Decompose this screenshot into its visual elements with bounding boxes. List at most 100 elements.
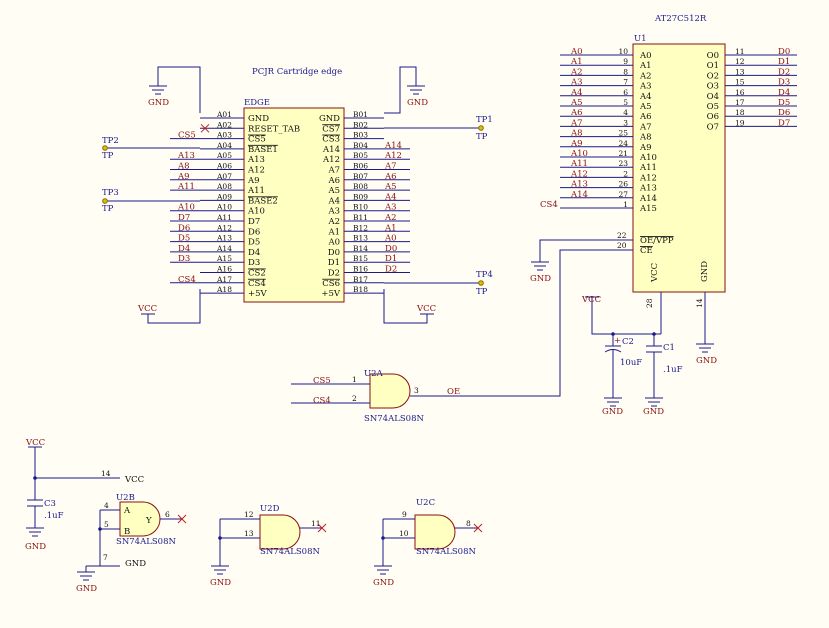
svg-text:VCC: VCC (416, 304, 436, 314)
testpoint-tp1[interactable]: TP1 TP (384, 115, 493, 142)
svg-text:D3: D3 (778, 78, 790, 88)
svg-text:A4: A4 (384, 192, 397, 202)
svg-text:A14: A14 (639, 194, 657, 204)
svg-text:27: 27 (618, 190, 628, 199)
svg-text:GND: GND (319, 114, 340, 124)
svg-text:D6: D6 (178, 223, 190, 233)
svg-text:A01: A01 (216, 110, 232, 119)
svg-text:SN74ALS08N: SN74ALS08N (416, 547, 476, 557)
svg-text:9: 9 (402, 510, 407, 519)
svg-text:A03: A03 (216, 131, 232, 140)
svg-text:GND: GND (210, 578, 231, 588)
svg-text:A8: A8 (570, 129, 583, 139)
gnd-symbol-edge-right: GND (384, 66, 428, 114)
svg-text:A14: A14 (570, 190, 588, 200)
svg-text:GND: GND (407, 98, 428, 108)
svg-text:D1: D1 (778, 57, 790, 67)
and-gate-u2b[interactable]: GND 4 5 A B Y 6 7 GND U2B SN74ALS08N (76, 493, 187, 594)
testpoint-tp4[interactable]: TP4 TP (384, 270, 493, 297)
svg-text:11: 11 (311, 519, 321, 528)
svg-text:+5V: +5V (321, 289, 341, 299)
eprom-pin-a14: 27 A14 A14 (560, 190, 657, 204)
svg-text:D5: D5 (778, 98, 790, 108)
svg-text:A1: A1 (327, 227, 340, 237)
svg-text:C2: C2 (622, 337, 634, 347)
svg-text:10: 10 (618, 47, 628, 56)
svg-text:VCC: VCC (124, 475, 144, 485)
svg-text:U2A: U2A (364, 369, 384, 379)
edge-pin-a18: A18 +5V (200, 285, 268, 299)
edge-pin-b15: B15 D1 D1 (328, 254, 410, 268)
svg-text:O3: O3 (707, 82, 719, 92)
svg-text:D0: D0 (385, 244, 397, 254)
svg-text:A1: A1 (639, 61, 652, 71)
svg-text:.1uF: .1uF (44, 511, 64, 521)
svg-text:15: 15 (735, 78, 745, 87)
svg-text:D5: D5 (248, 238, 260, 248)
svg-text:CS4: CS4 (540, 200, 558, 210)
svg-text:A9: A9 (247, 176, 260, 186)
svg-text:3: 3 (414, 386, 419, 395)
svg-text:D2: D2 (328, 269, 340, 279)
svg-text:7: 7 (103, 553, 108, 562)
svg-text:O2: O2 (707, 71, 719, 81)
svg-text:A4: A4 (639, 92, 652, 102)
svg-text:D4: D4 (178, 244, 190, 254)
gnd-symbol-oe: GND (530, 239, 593, 284)
testpoint-tp3[interactable]: TP3 TP (102, 188, 200, 214)
svg-text:A: A (123, 506, 131, 516)
svg-text:O6: O6 (707, 112, 719, 122)
svg-text:A2: A2 (384, 213, 397, 223)
svg-text:+5V: +5V (248, 289, 268, 299)
testpoint-tp2[interactable]: TP2 TP (102, 136, 200, 161)
svg-text:SN74ALS08N: SN74ALS08N (260, 547, 320, 557)
svg-text:A17: A17 (216, 275, 232, 284)
svg-text:D1: D1 (385, 254, 397, 264)
eprom-pin-o3: 15 O3 D3 (707, 78, 797, 92)
svg-text:GND: GND (76, 584, 97, 594)
svg-text:GND: GND (530, 274, 551, 284)
and-gate-u2c[interactable]: GND 9 10 8 U2C SN74ALS08N (373, 498, 483, 588)
svg-text:GND: GND (602, 407, 623, 417)
svg-text:14: 14 (101, 469, 111, 478)
svg-text:GND: GND (373, 578, 394, 588)
svg-text:D1: D1 (328, 258, 340, 268)
capacitor-c2[interactable]: + C2 10uF GND (602, 334, 642, 417)
svg-text:B14: B14 (353, 244, 368, 253)
and-gate-u2d[interactable]: GND 12 13 11 U2D SN74ALS08N (210, 504, 327, 588)
svg-text:CS5: CS5 (313, 376, 331, 386)
svg-text:B18: B18 (353, 285, 368, 294)
svg-text:A18: A18 (216, 285, 232, 294)
svg-text:A0: A0 (327, 238, 340, 248)
svg-text:B15: B15 (353, 254, 368, 263)
svg-text:A11: A11 (247, 186, 265, 196)
gnd-symbol-edge-left: GND (148, 66, 201, 113)
and-gate-u2a[interactable]: CS5 CS4 1 2 3 OE U2A SN74ALS08N (291, 249, 593, 424)
svg-text:A10: A10 (639, 153, 657, 163)
svg-text:12: 12 (735, 57, 745, 66)
capacitor-c1[interactable]: C1 .1uF GND (643, 334, 683, 417)
capacitor-c3[interactable]: C3 .1uF GND (25, 478, 64, 552)
svg-text:2: 2 (352, 394, 357, 403)
svg-text:6: 6 (165, 510, 170, 519)
svg-text:A10: A10 (570, 149, 588, 159)
vcc-symbol-u2: VCC 14 VCC (25, 438, 144, 485)
svg-text:O5: O5 (707, 102, 719, 112)
